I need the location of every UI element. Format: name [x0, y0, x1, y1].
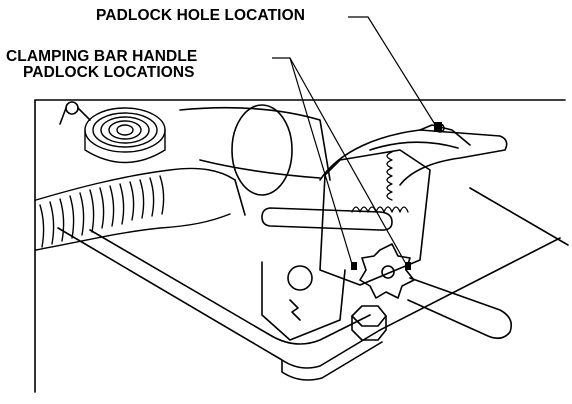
clamping-bar — [261, 207, 393, 231]
flexible-hose — [35, 167, 236, 251]
guide-line — [469, 187, 569, 246]
clamping-bar-label-line2: PADLOCK LOCATIONS — [23, 64, 195, 81]
upper-clamp-arm — [319, 123, 508, 186]
clamping-bar-label-line1: CLAMPING BAR HANDLE — [6, 48, 198, 65]
leader-lines — [272, 16, 437, 265]
clamping-padlock-markers — [351, 262, 411, 270]
padlock-hole-marker — [434, 122, 442, 132]
leader-padlock-hole — [348, 16, 437, 127]
clamping-bar-handle — [407, 277, 513, 340]
clamp-bracket — [261, 149, 431, 341]
base-plate — [57, 227, 561, 381]
star-knob — [359, 243, 415, 299]
motor-housing — [179, 104, 331, 216]
hex-nut — [351, 305, 387, 341]
padlock-hole-label: PADLOCK HOLE LOCATION — [96, 7, 306, 24]
spiral-coil — [84, 107, 166, 164]
fitting — [59, 101, 91, 125]
tension-spring — [351, 151, 409, 213]
frame-lines — [34, 99, 566, 393]
leader-clamp-2 — [289, 57, 407, 265]
